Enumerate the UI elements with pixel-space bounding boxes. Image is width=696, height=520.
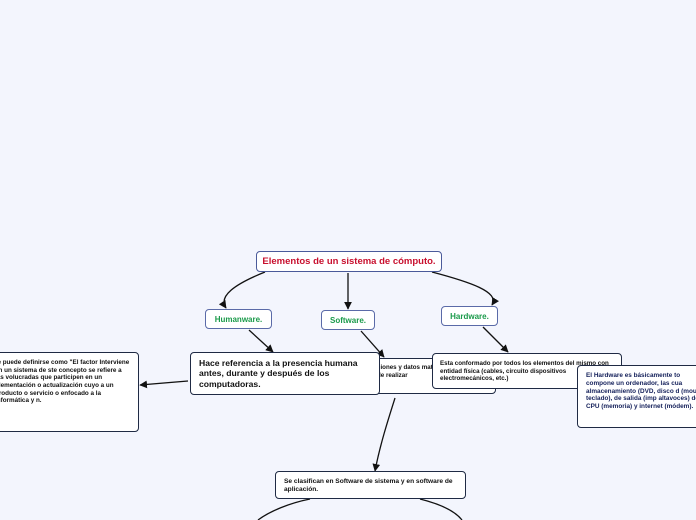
connector-class-left [257, 498, 311, 520]
connector-software-class [372, 397, 396, 472]
branch-software-label: Software. [329, 315, 366, 325]
hardware-detail-text: El Hardware es básicamente to compone un… [586, 372, 696, 411]
humanware-description-text: Hace referencia a la presencia humana an… [199, 358, 358, 389]
connector-humanware-desc [248, 329, 274, 353]
hardware-description-text: Esta conformado por todos los elementos … [440, 360, 609, 383]
humanware-detail-text: re puede definirse como "El factor Inter… [0, 359, 130, 405]
root-label: Elementos de un sistema de cómputo. [262, 256, 436, 267]
branch-hardware[interactable]: Hardware. [441, 306, 498, 326]
humanware-description-node[interactable]: Hace referencia a la presencia humana an… [190, 352, 380, 395]
connector-hardware-desc [482, 326, 509, 353]
root-node[interactable]: Elementos de un sistema de cómputo. [256, 251, 442, 272]
humanware-detail-node[interactable]: re puede definirse como "El factor Inter… [0, 352, 139, 432]
software-classification-node[interactable]: Se clasifican en Software de sistema y e… [275, 471, 466, 499]
branch-software[interactable]: Software. [321, 310, 375, 330]
connector-class-right [419, 498, 463, 520]
connector-root-hardware [431, 271, 499, 306]
branch-humanware[interactable]: Humanware. [205, 309, 272, 329]
connector-root-humanware [218, 271, 266, 309]
software-description-text: ciones y datos mato electrónic odo de re… [377, 364, 481, 379]
hardware-detail-node[interactable]: El Hardware es básicamente to compone un… [577, 365, 696, 428]
connector-humanware-detail [139, 380, 189, 389]
branch-hardware-label: Hardware. [450, 311, 489, 321]
branch-humanware-label: Humanware. [214, 314, 263, 324]
software-classification-text: Se clasifican en Software de sistema y e… [284, 478, 453, 494]
